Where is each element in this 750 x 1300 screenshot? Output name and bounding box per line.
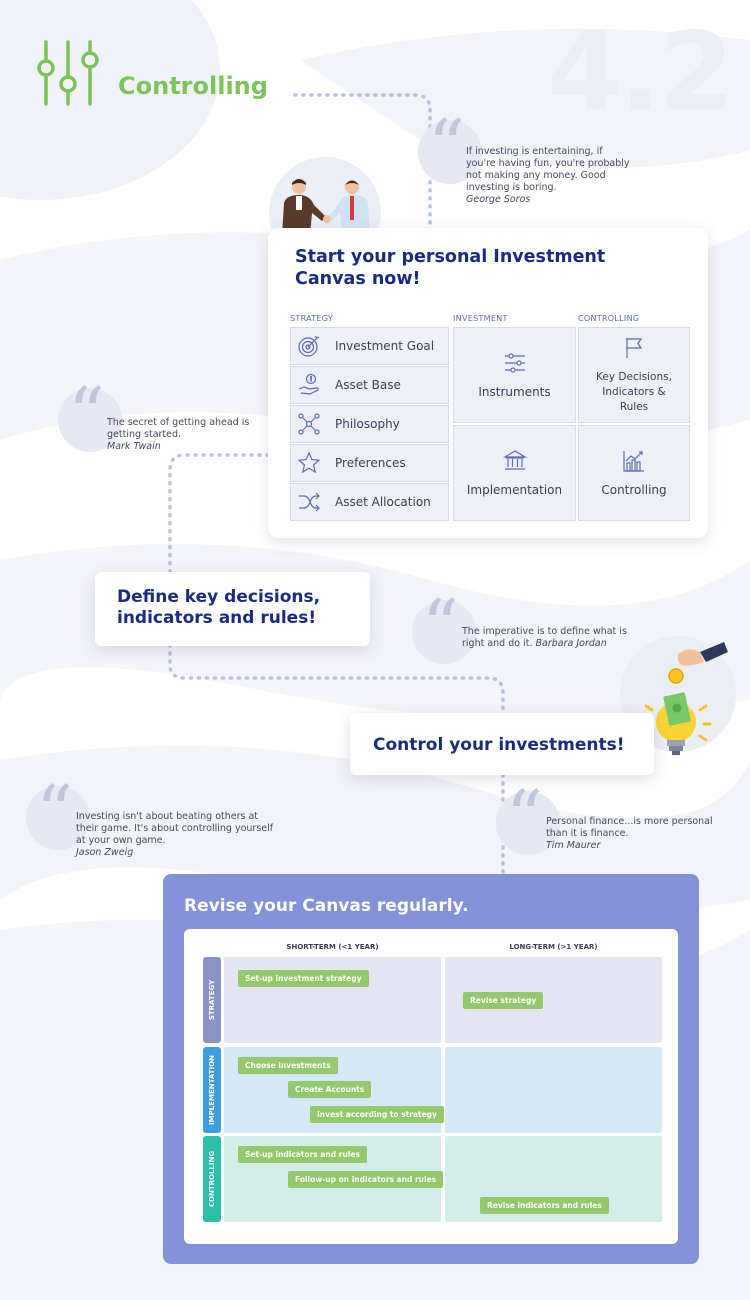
task-tag: Set-up investment strategy [238, 970, 369, 987]
canvas-item-label: Philosophy [335, 417, 400, 431]
revise-panel-title: Revise your Canvas regularly. [184, 896, 469, 916]
quote-soros: “ If investing is entertaining, if you'r… [418, 110, 633, 206]
controls-sliders-icon [37, 40, 99, 106]
revision-matrix: SHORT-TERM (<1 YEAR) LONG-TERM (>1 YEAR)… [184, 929, 678, 1244]
investment-canvas-card: Start your personal Investment Canvas no… [268, 228, 708, 538]
canvas-item-label: Implementation [466, 482, 563, 497]
row-label-implementation: IMPLEMENTATION [203, 1047, 221, 1133]
star-icon [297, 451, 321, 474]
step-control-card: Control your investments! [350, 713, 654, 775]
flag-icon [626, 337, 643, 358]
quote-author: George Soros [466, 194, 531, 205]
task-tag: Revise strategy [463, 992, 544, 1009]
quote-text: The imperative is to define what is righ… [462, 626, 627, 649]
quote-maurer: “ Personal finance...is more personal th… [496, 781, 726, 855]
page-title: Controlling [118, 72, 268, 100]
quote-mark-icon: “ [58, 378, 122, 452]
column-label-investment: INVESTMENT [453, 314, 508, 323]
canvas-item-key-decisions[interactable]: Key Decisions, Indicators & Rules [578, 327, 690, 423]
step-control-title: Control your investments! [373, 735, 625, 755]
revise-canvas-panel: Revise your Canvas regularly. SHORT-TERM… [163, 874, 699, 1264]
step-define-card: Define key decisions, indicators and rul… [95, 572, 370, 646]
canvas-item-investment-goal[interactable]: Investment Goal [290, 327, 449, 365]
chart-icon [623, 450, 644, 472]
task-tag: Set-up indicators and rules [238, 1146, 367, 1163]
canvas-item-label: Asset Allocation [335, 495, 431, 509]
canvas-item-label: Asset Base [335, 378, 401, 392]
quote-text: Personal finance...is more personal than… [546, 816, 713, 839]
quote-author: Jason Zweig [76, 847, 134, 858]
target-icon [298, 335, 320, 357]
task-tag: Revise indicators and rules [480, 1197, 609, 1214]
network-icon [298, 413, 320, 435]
canvas-item-asset-base[interactable]: Asset Base [290, 366, 449, 404]
canvas-item-label: Preferences [335, 456, 406, 470]
quote-mark-icon: “ [26, 776, 90, 850]
canvas-item-label: Key Decisions, Indicators & Rules [596, 370, 672, 413]
handshake-illustration [269, 157, 381, 235]
canvas-card-title: Start your personal Investment Canvas no… [295, 247, 606, 289]
quote-mark-icon: “ [412, 590, 476, 664]
canvas-item-instruments[interactable]: Instruments [453, 327, 576, 423]
bank-icon [502, 449, 527, 470]
canvas-item-label: Investment Goal [335, 339, 435, 353]
sliders-icon [504, 352, 525, 373]
task-tag: Invest according to strategy [310, 1106, 444, 1123]
hand-coin-icon [298, 373, 319, 395]
quote-author: Tim Maurer [546, 840, 601, 851]
shuffle-icon [299, 492, 320, 512]
canvas-item-label: Instruments [478, 384, 551, 399]
canvas-item-preferences[interactable]: Preferences [290, 444, 449, 482]
quote-author: Barbara Jordan [535, 638, 607, 649]
column-label-strategy: STRATEGY [290, 314, 334, 323]
quote-author: Mark Twain [107, 441, 161, 452]
canvas-item-label: Controlling [601, 482, 667, 497]
quote-text: The secret of getting ahead is getting s… [107, 417, 250, 440]
task-tag: Choose investments [238, 1057, 338, 1074]
section-number: 4.2 [546, 10, 734, 135]
row-label-strategy: STRATEGY [203, 957, 221, 1043]
column-header-long-term: LONG-TERM (>1 YEAR) [509, 943, 598, 951]
canvas-item-implementation[interactable]: Implementation [453, 425, 576, 521]
column-header-short-term: SHORT-TERM (<1 YEAR) [286, 943, 379, 951]
matrix-cell-implementation-long [445, 1047, 662, 1133]
quote-mark-icon: “ [496, 781, 560, 855]
canvas-item-asset-allocation[interactable]: Asset Allocation [290, 483, 449, 521]
quote-mark-icon: “ [418, 110, 482, 184]
quote-zweig: “ Investing isn't about beating others a… [26, 776, 281, 859]
step-define-title: Define key decisions, indicators and rul… [117, 587, 321, 628]
column-label-controlling: CONTROLLING [578, 314, 640, 323]
canvas-item-controlling[interactable]: Controlling [578, 425, 690, 521]
canvas-item-philosophy[interactable]: Philosophy [290, 405, 449, 443]
quote-twain: “ The secret of getting ahead is getting… [58, 378, 268, 453]
quote-text: If investing is entertaining, if you're … [466, 146, 630, 193]
quote-jordan: “ The imperative is to define what is ri… [412, 590, 632, 664]
row-label-controlling: CONTROLLING [203, 1136, 221, 1222]
task-tag: Create Accounts [288, 1081, 372, 1098]
task-tag: Follow-up on indicators and rules [288, 1171, 444, 1188]
quote-text: Investing isn't about beating others at … [76, 811, 274, 846]
